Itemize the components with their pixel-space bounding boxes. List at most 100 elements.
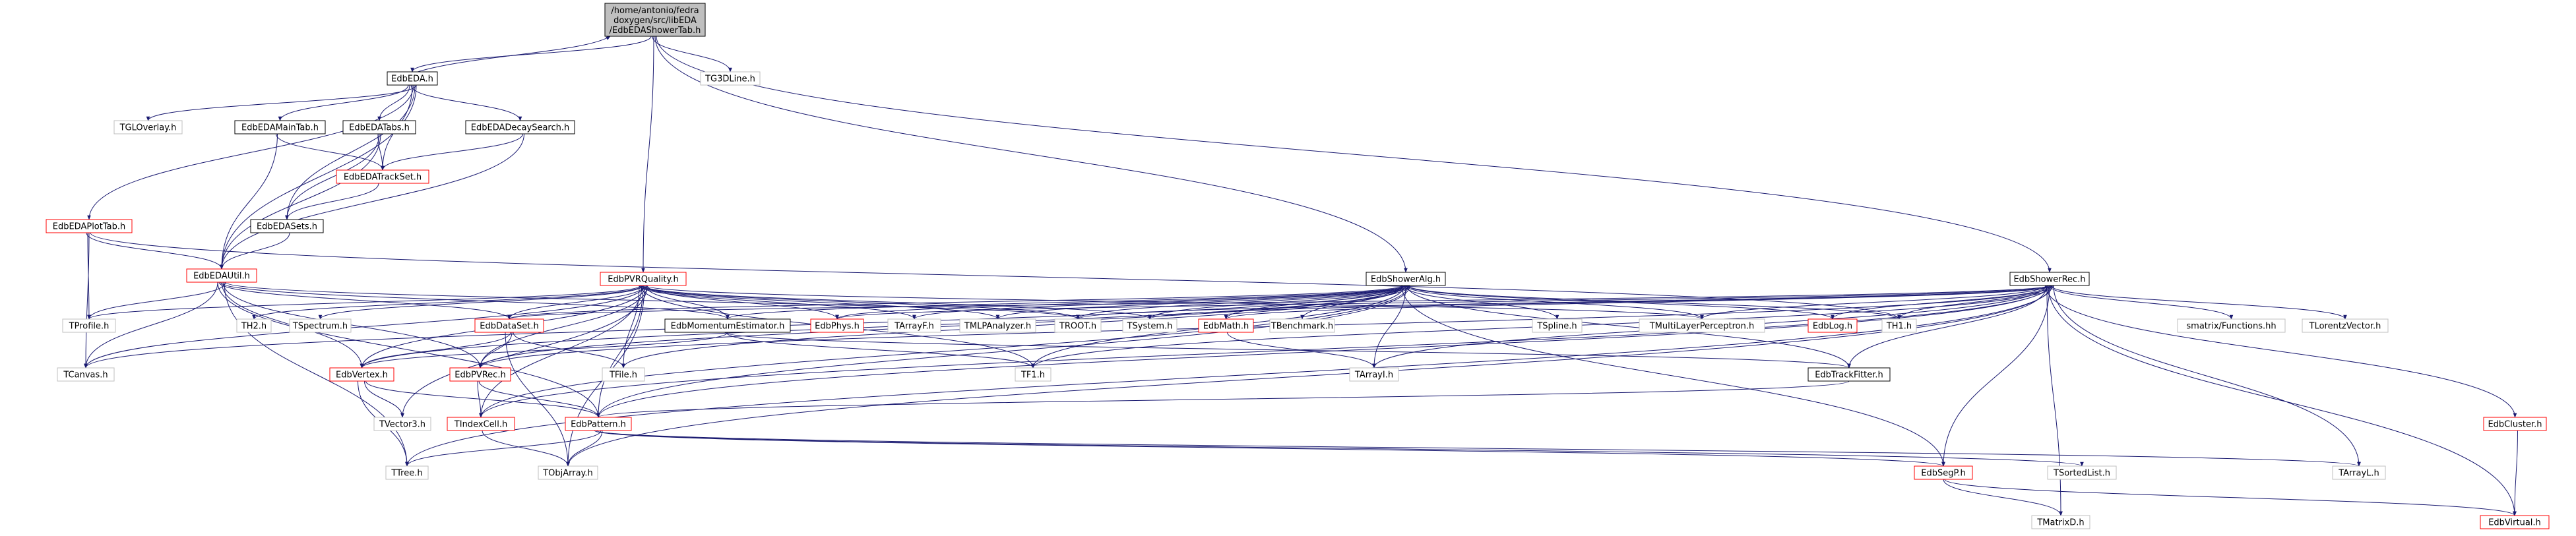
node-edbcluster-h[interactable]: EdbCluster.h xyxy=(2483,417,2547,431)
node-tindexcell-h[interactable]: TIndexCell.h xyxy=(447,417,515,431)
node-label: EdbVertex.h xyxy=(336,371,388,380)
edge-edbsegp-h-to-edbvirtual-h xyxy=(1944,479,2517,516)
node-edbsegp-h[interactable]: EdbSegP.h xyxy=(1914,465,1973,480)
node-edbtrackfitter-h[interactable]: EdbTrackFitter.h xyxy=(1807,367,1891,382)
node-tarrayl-h[interactable]: TArrayL.h xyxy=(2332,465,2386,480)
node-tlorentzvector-h[interactable]: TLorentzVector.h xyxy=(2302,318,2389,333)
node-label: TCanvas.h xyxy=(63,371,108,380)
node-tmatrixd-h[interactable]: TMatrixD.h xyxy=(2031,515,2090,529)
node-troot-h[interactable]: TROOT.h xyxy=(1054,318,1102,333)
node-box xyxy=(387,71,438,86)
node-box xyxy=(1807,367,1891,382)
node-th1-h[interactable]: TH1.h xyxy=(1881,318,1917,333)
edge-edbedatrackset-h-to-edbedasets-h xyxy=(285,183,379,220)
node-box xyxy=(57,367,115,382)
edge-tindexcell-h-to-tobjarray-h xyxy=(482,430,570,467)
node-box xyxy=(1015,367,1052,382)
node-edbpattern-h[interactable]: EdbPattern.h xyxy=(565,417,632,431)
node-edbshoweralg-h[interactable]: EdbShowerAlg.h xyxy=(1366,272,1446,286)
node-edblog-h[interactable]: EdbLog.h xyxy=(1807,318,1858,333)
edge-edbmomentumestimator-h-to-edbvertex-h xyxy=(360,332,728,369)
node-box xyxy=(1914,465,1973,480)
edge-edbedamaintab-h-to-edbedautil-h xyxy=(220,133,278,270)
node-edbvertex-h[interactable]: EdbVertex.h xyxy=(329,367,394,382)
node-root[interactable]: /home/antonio/fedra doxygen/src/libEDA /… xyxy=(604,3,706,37)
node-tsortedlist-h[interactable]: TSortedList.h xyxy=(2047,465,2117,480)
node-edbedadecaysearch-h[interactable]: EdbEDADecaySearch.h xyxy=(465,120,575,134)
edge-edbshoweralg-h-to-edbtrackfitter-h xyxy=(1406,285,1851,369)
node-tarrayi-h[interactable]: TArrayI.h xyxy=(1349,367,1399,382)
node-edbedamaintab-h[interactable]: EdbEDAMainTab.h xyxy=(234,120,326,134)
node-edbedatrackset-h[interactable]: EdbEDATrackSet.h xyxy=(336,169,429,184)
node-box xyxy=(342,120,416,134)
edge-edbedatabs-h-to-edbedasets-h xyxy=(285,133,380,220)
node-ttree-h[interactable]: TTree.h xyxy=(385,465,429,480)
node-tgloverlay-h[interactable]: TGLOverlay.h xyxy=(113,120,183,134)
node-label: TArrayI.h xyxy=(1354,371,1393,380)
edge-edbshowerrec-h-to-edbphys-h xyxy=(835,285,2050,320)
node-label: EdbMomentumEstimator.h xyxy=(671,322,785,332)
node-box xyxy=(664,318,791,333)
node-edbmath-h[interactable]: EdbMath.h xyxy=(1198,318,1254,333)
node-tspectrum-h[interactable]: TSpectrum.h xyxy=(289,318,352,333)
node-tprofile-h[interactable]: TProfile.h xyxy=(62,318,116,333)
node-box xyxy=(810,318,864,333)
node-tmlpanalyzer-h[interactable]: TMLPAnalyzer.h xyxy=(959,318,1036,333)
edge-edbmath-h-to-tarrayi-h xyxy=(1227,332,1376,369)
node-tfile-h[interactable]: TFile.h xyxy=(602,367,645,382)
node-label: TROOT.h xyxy=(1059,322,1096,332)
node-tf1-h[interactable]: TF1.h xyxy=(1015,367,1052,382)
node-edbphys-h[interactable]: EdbPhys.h xyxy=(810,318,864,333)
edge-edbeda-h-to-edbedautil-h xyxy=(220,84,417,270)
node-box xyxy=(1349,367,1399,382)
node-label: EdbEDAUtil.h xyxy=(193,272,250,282)
node-label: TH2.h xyxy=(241,322,267,332)
edge-edbshoweralg-h-to-edbmomentumestimator-h xyxy=(726,285,1404,320)
edge-edbedadecaysearch-h-to-edbedautil-h xyxy=(220,133,524,270)
node-th2-h[interactable]: TH2.h xyxy=(236,318,272,333)
node-edbmomentumestimator-h[interactable]: EdbMomentumEstimator.h xyxy=(664,318,791,333)
node-box xyxy=(2302,318,2389,333)
node-tvector3-h[interactable]: TVector3.h xyxy=(373,417,431,431)
edge-edbshowerrec-h-to-tobjarray-h xyxy=(566,285,2052,467)
edge-root-to-edbpvrquality-h xyxy=(641,36,654,273)
edge-edbpvrquality-h-to-tmultilayerperceptron-h xyxy=(645,285,1704,320)
node-edbpvrec-h[interactable]: EdbPVRec.h xyxy=(449,367,511,382)
node-edbedautil-h[interactable]: EdbEDAUtil.h xyxy=(186,268,257,283)
node-edbeda-h[interactable]: EdbEDA.h xyxy=(387,71,438,86)
node-box xyxy=(1054,318,1102,333)
node-label: EdbShowerRec.h xyxy=(2013,275,2085,285)
node-box xyxy=(113,120,183,134)
edge-edbshoweralg-h-to-tbenchmark-h xyxy=(1300,285,1404,320)
node-tmultilayerperceptron-h[interactable]: TMultiLayerPerceptron.h xyxy=(1639,318,1765,333)
node-tarrayf-h[interactable]: TArrayF.h xyxy=(887,318,941,333)
edge-edbshowerrec-h-to-edbpvrec-h xyxy=(478,285,2053,369)
node-tobjarray-h[interactable]: TObjArray.h xyxy=(538,465,598,480)
node-tspline-h[interactable]: TSpline.h xyxy=(1532,318,1583,333)
edge-edbshoweralg-h-to-tspline-h xyxy=(1404,285,1559,320)
node-edbedaplottab-h[interactable]: EdbEDAPlotTab.h xyxy=(46,219,133,233)
node-box xyxy=(1366,272,1446,286)
node-tsystem-h[interactable]: TSystem.h xyxy=(1122,318,1178,333)
edge-edbedaplottab-h-to-edbedautil-h xyxy=(86,232,224,270)
node-edbvirtual-h[interactable]: EdbVirtual.h xyxy=(2480,515,2550,529)
node-smatrix-functions-hh[interactable]: smatrix/Functions.hh xyxy=(2177,318,2286,333)
node-edbdataset-h[interactable]: EdbDataSet.h xyxy=(474,318,544,333)
node-box xyxy=(2480,515,2550,529)
node-edbshowerrec-h[interactable]: EdbShowerRec.h xyxy=(2009,272,2090,286)
edge-edbedautil-h-to-edbdataset-h xyxy=(218,282,511,320)
node-tg3dline-h[interactable]: TG3DLine.h xyxy=(700,71,761,86)
node-box xyxy=(236,318,272,333)
edge-edbshoweralg-h-to-troot-h xyxy=(1076,285,1409,320)
node-tbenchmark-h[interactable]: TBenchmark.h xyxy=(1269,318,1335,333)
node-edbpvrquality-h[interactable]: EdbPVRQuality.h xyxy=(600,272,687,286)
node-box xyxy=(1881,318,1917,333)
edge-edbshoweralg-h-to-edbpattern-h xyxy=(596,285,1410,418)
node-label: EdbSegP.h xyxy=(1921,469,1965,479)
edge-edbshoweralg-h-to-tmlpanalyzer-h xyxy=(995,285,1408,320)
node-box xyxy=(465,120,575,134)
node-edbedatabs-h[interactable]: EdbEDATabs.h xyxy=(342,120,416,134)
edge-edbdataset-h-to-tfile-h xyxy=(513,332,625,369)
node-tcanvas-h[interactable]: TCanvas.h xyxy=(57,367,115,382)
node-edbedasets-h[interactable]: EdbEDASets.h xyxy=(250,219,324,233)
